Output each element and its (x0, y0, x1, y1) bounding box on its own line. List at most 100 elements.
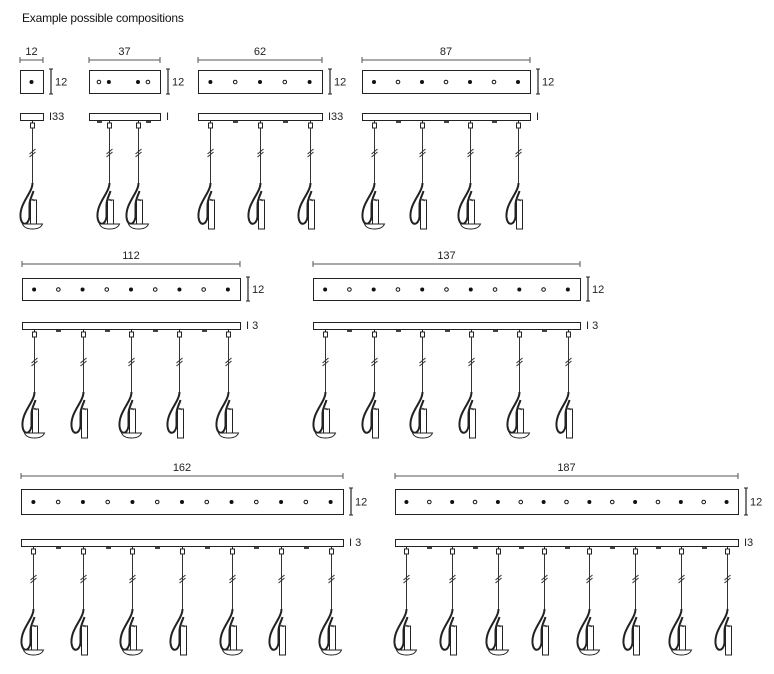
lamp-shade-dish (508, 432, 531, 439)
pendant-lamp (118, 330, 143, 439)
filled-dot (517, 287, 522, 292)
break-mark (419, 151, 426, 158)
power-cable (125, 182, 141, 225)
break-mark (403, 577, 410, 584)
connector (258, 122, 263, 129)
break-mark (328, 577, 335, 584)
break-mark (80, 357, 87, 364)
lamp-cap (589, 624, 592, 628)
filled-dot (80, 287, 85, 292)
connector (208, 122, 213, 129)
lamp-body (30, 199, 37, 225)
filled-dot (279, 500, 284, 504)
connector (177, 331, 182, 338)
lamp-body (566, 408, 573, 439)
pendant-lamp (215, 330, 240, 439)
lamp-cap (325, 407, 328, 411)
pad (347, 330, 352, 332)
pendant-lamp (485, 547, 510, 656)
break-mark (128, 360, 135, 367)
pad (445, 330, 450, 332)
connector (180, 548, 185, 555)
lamp-body (420, 199, 427, 230)
lamp-body (372, 408, 379, 439)
side-view-canopy (20, 113, 44, 121)
pendant-lamp (247, 121, 265, 230)
power-cable (118, 391, 134, 434)
filled-dot (724, 500, 729, 504)
lamp-shade-dish (21, 223, 44, 230)
pad (254, 547, 259, 549)
side-height-label: I 3 (246, 320, 258, 332)
pendant-lamp (531, 547, 549, 656)
pendant-lamp (268, 547, 286, 656)
lamp-cap (132, 624, 135, 628)
lamp-cap (182, 624, 185, 628)
break-mark (449, 574, 456, 581)
filled-dot (420, 287, 425, 292)
pad (105, 330, 110, 332)
pad (396, 330, 401, 332)
connector (633, 548, 638, 555)
lamp-cap (109, 198, 112, 202)
width-label: 187 (557, 462, 575, 474)
lamp-body (329, 625, 336, 651)
power-cable (361, 182, 377, 225)
power-cable (506, 391, 522, 434)
lamp-body (496, 625, 503, 651)
break-mark (419, 148, 426, 155)
width-label: 37 (118, 46, 130, 58)
pendant-lamp (409, 121, 427, 230)
lamp-cap (422, 407, 425, 411)
connector (107, 122, 112, 129)
power-cable (668, 608, 684, 651)
break-mark (129, 574, 136, 581)
pendant-lamp (166, 330, 184, 439)
filled-dot (328, 500, 333, 504)
pad (233, 121, 238, 123)
connector (420, 331, 425, 338)
lamp-cap (498, 624, 501, 628)
pendant-lamp (409, 330, 434, 439)
pad (106, 547, 111, 549)
lamp-body (372, 199, 379, 225)
height-label: 12 (55, 77, 67, 89)
pendant-lamp (20, 547, 45, 656)
width-label: 162 (173, 462, 191, 474)
power-cable (312, 391, 328, 434)
lamp-body (323, 408, 330, 434)
lamp-cap (635, 624, 638, 628)
height-label: 12 (252, 284, 264, 296)
pendant-lamp (169, 547, 187, 656)
pendant-lamp (119, 547, 144, 656)
break-mark (229, 574, 236, 581)
pad (702, 547, 707, 549)
pendant-lamp (312, 330, 337, 439)
hollow-dot (443, 79, 449, 85)
pendant-lamp (393, 547, 418, 656)
top-view-canopy (89, 70, 161, 94)
lamp-body (136, 199, 143, 225)
break-mark (229, 577, 236, 584)
break-mark (419, 360, 426, 367)
lamp-body (279, 625, 286, 656)
lamp-cap (471, 407, 474, 411)
pendant-lamp (506, 330, 531, 439)
connector (226, 331, 231, 338)
break-mark (495, 574, 502, 581)
power-cable (297, 182, 313, 225)
break-mark (678, 577, 685, 584)
break-mark (449, 577, 456, 584)
lamp-cap (310, 198, 313, 202)
lamp-body (130, 625, 137, 651)
connector (329, 548, 334, 555)
hollow-dot (56, 287, 61, 292)
pendant-lamp (576, 547, 601, 656)
pendant-lamp (297, 121, 315, 230)
pad (202, 330, 207, 332)
pendant-lamp (622, 547, 640, 656)
lamp-shade-dish (459, 223, 482, 230)
lamp-cap (33, 624, 36, 628)
